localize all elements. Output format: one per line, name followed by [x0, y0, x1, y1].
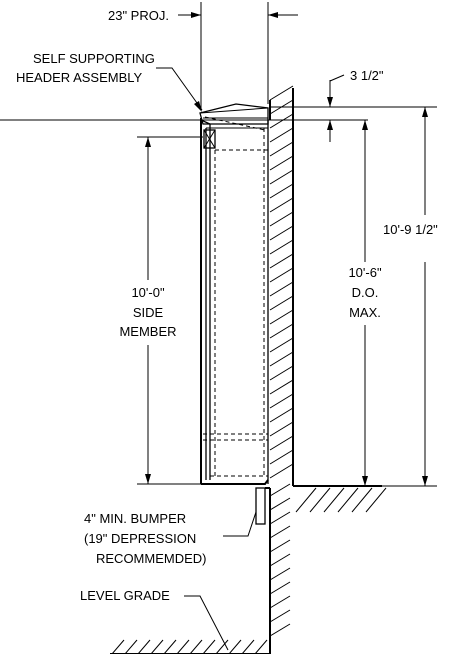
bumper	[255, 487, 266, 525]
hatch-line	[269, 155, 294, 171]
hatch-line	[269, 595, 291, 609]
hatch-line	[269, 581, 291, 595]
side-member-dimension	[137, 136, 203, 485]
hatch-line	[202, 639, 216, 654]
hatch-line	[269, 337, 294, 353]
hatch-line	[269, 567, 291, 581]
overall-height-dimension	[344, 106, 437, 487]
hatch-line	[269, 511, 291, 525]
hatch-line	[269, 309, 294, 325]
header-label-line1: SELF SUPPORTING	[33, 51, 155, 66]
door-word1-label: D.O.	[352, 285, 379, 300]
hatch-line	[269, 85, 294, 101]
hatch-line	[269, 449, 294, 465]
bumper-label-line2: (19" DEPRESSION	[84, 531, 196, 546]
hatch-line	[241, 639, 255, 654]
header-label-line2: HEADER ASSEMBLY	[16, 70, 143, 85]
header-height-label: 3 1/2"	[350, 68, 384, 83]
hatch-line	[269, 553, 291, 567]
hatch-line	[337, 487, 359, 513]
bumper-label-line1: 4" MIN. BUMPER	[84, 511, 186, 526]
hatch-line	[351, 487, 373, 513]
hatch-line	[269, 435, 294, 451]
hatch-line	[254, 639, 268, 654]
hatch-line	[269, 197, 294, 213]
hatch-line	[269, 379, 294, 395]
hatch-line	[176, 639, 190, 654]
hatch-line	[295, 487, 317, 513]
hatch-line	[228, 639, 242, 654]
hatch-line	[269, 267, 294, 283]
header-height-dimension	[0, 74, 368, 142]
building-wall	[265, 85, 387, 654]
side-member	[200, 118, 269, 485]
hatch-line	[309, 487, 331, 513]
floor-hatching	[295, 487, 387, 513]
hatch-line	[269, 113, 294, 129]
hatch-line	[189, 639, 203, 654]
hatch-line	[365, 487, 387, 513]
hatch-line	[269, 253, 294, 269]
hatch-line	[269, 623, 291, 637]
hatch-line	[269, 323, 294, 339]
annotations: 23" PROJ. SELF SUPPORTING HEADER ASSEMBL…	[16, 8, 438, 603]
hatch-line	[269, 483, 291, 497]
hatch-line	[137, 639, 151, 654]
hatch-line	[269, 183, 294, 199]
hatch-line	[269, 169, 294, 185]
grade-hatching	[111, 639, 268, 654]
projection-label: 23" PROJ.	[108, 8, 169, 23]
hatch-line	[269, 211, 294, 227]
door-word2-label: MAX.	[349, 305, 381, 320]
hatch-line	[269, 141, 294, 157]
hatch-line	[269, 295, 294, 311]
hatch-line	[163, 639, 177, 654]
hatch-line	[269, 239, 294, 255]
hatch-line	[269, 609, 291, 623]
hatch-line	[269, 463, 294, 479]
hatch-line	[269, 539, 291, 553]
hatch-line	[269, 225, 294, 241]
hatch-line	[323, 487, 345, 513]
side-dimension-label: 10'-0"	[131, 285, 165, 300]
leaders	[156, 67, 257, 651]
door-dimension-label: 10'-6"	[348, 265, 382, 280]
hatch-line	[269, 127, 294, 143]
hatch-line	[269, 393, 294, 409]
hatch-line	[269, 351, 294, 367]
hatch-line	[269, 407, 294, 423]
grade-label: LEVEL GRADE	[80, 588, 170, 603]
projection-dimension	[178, 2, 298, 110]
hatch-line	[269, 525, 291, 539]
hatch-line	[269, 497, 291, 511]
hatch-line	[111, 639, 125, 654]
hatch-line	[269, 365, 294, 381]
hatch-line	[215, 639, 229, 654]
level-grade	[110, 639, 270, 654]
bumper-label-line3: RECOMMEMDED)	[96, 551, 207, 566]
overall-height-label: 10'-9 1/2"	[383, 222, 438, 237]
wall-hatching	[269, 85, 294, 637]
hatch-line	[150, 639, 164, 654]
side-word1-label: SIDE	[133, 305, 164, 320]
hatch-line	[269, 421, 294, 437]
hatch-line	[124, 639, 138, 654]
hatch-line	[269, 281, 294, 297]
side-word2-label: MEMBER	[119, 324, 176, 339]
door-opening-dimension	[362, 120, 368, 486]
